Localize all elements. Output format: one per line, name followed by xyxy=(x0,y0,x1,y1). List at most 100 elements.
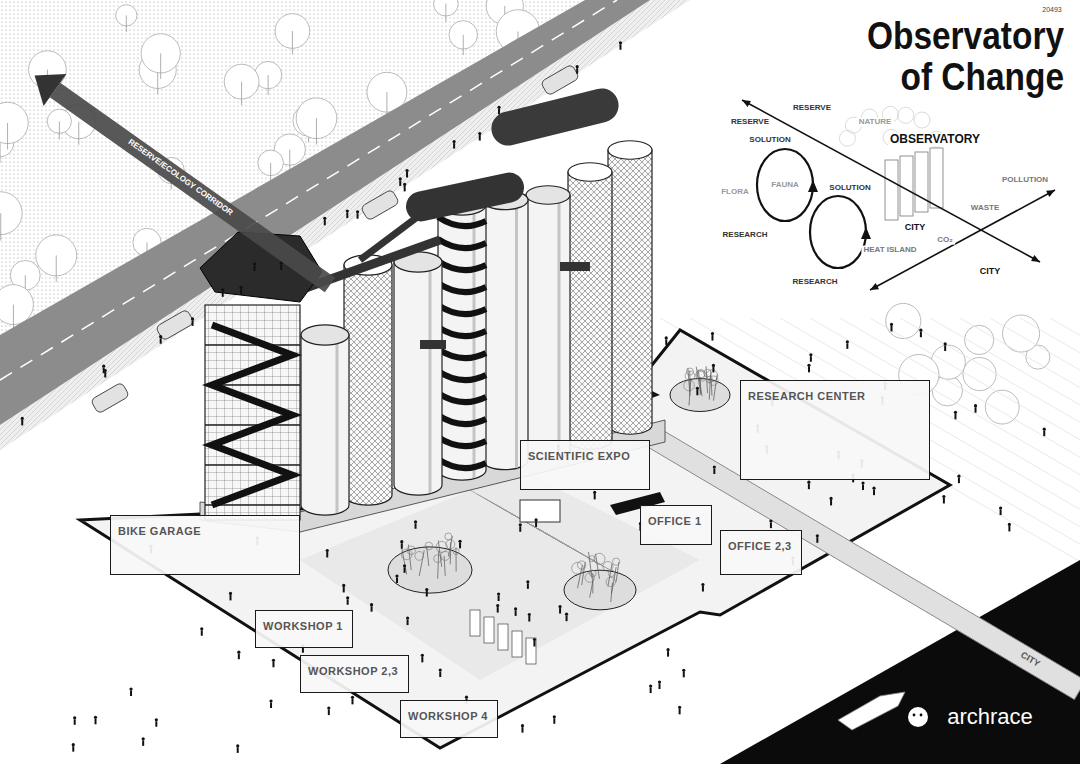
planter xyxy=(434,555,442,563)
concept-inset xyxy=(930,148,943,208)
person xyxy=(346,209,349,212)
person xyxy=(528,616,530,622)
person xyxy=(200,627,203,630)
person xyxy=(222,291,224,297)
planter xyxy=(564,570,636,610)
room-name: RESEARCH CENTER xyxy=(748,390,866,402)
person xyxy=(808,367,810,373)
concept-label: CITY xyxy=(903,223,928,233)
person xyxy=(816,537,818,543)
person xyxy=(201,630,203,636)
person xyxy=(129,687,132,690)
person xyxy=(521,727,523,733)
tree xyxy=(56,255,57,281)
person xyxy=(712,364,715,367)
planter xyxy=(427,546,429,566)
silo-building xyxy=(568,163,612,181)
concept-label: RESEARCH xyxy=(721,231,770,240)
concept-inset xyxy=(839,130,855,146)
person xyxy=(711,335,713,341)
person xyxy=(302,647,304,653)
person xyxy=(371,606,373,612)
planter xyxy=(453,549,459,555)
room-box: WORKSHOP 2,3 xyxy=(300,655,409,693)
person xyxy=(497,592,500,595)
person xyxy=(401,543,403,549)
person xyxy=(237,651,240,654)
person xyxy=(254,265,256,271)
person xyxy=(130,691,132,697)
person xyxy=(533,641,535,647)
person xyxy=(497,106,500,109)
silo-building xyxy=(420,340,446,349)
person xyxy=(426,591,428,597)
silo-building xyxy=(344,265,392,505)
tree xyxy=(241,82,242,105)
room-name: WORKSHOP 1 xyxy=(263,620,343,632)
person xyxy=(327,706,330,709)
person xyxy=(395,574,398,577)
person xyxy=(565,613,568,616)
person xyxy=(370,603,373,606)
silo-building xyxy=(360,215,420,260)
person xyxy=(236,744,239,747)
tree xyxy=(292,31,293,54)
person xyxy=(526,580,529,583)
planter xyxy=(709,376,718,385)
room-name: WORKSHOP 4 xyxy=(408,710,488,722)
room-box: WORKSHOP 1 xyxy=(255,610,353,648)
road xyxy=(90,382,129,414)
person xyxy=(890,323,893,326)
tree xyxy=(270,163,271,182)
planter xyxy=(589,556,595,562)
silo-building xyxy=(560,262,590,271)
road xyxy=(155,309,194,341)
person xyxy=(160,338,162,344)
person xyxy=(846,340,849,343)
person xyxy=(342,584,345,587)
silo-building xyxy=(301,335,349,515)
tree xyxy=(1003,315,1040,352)
concept-inset xyxy=(914,112,930,128)
person xyxy=(658,680,661,683)
person xyxy=(559,608,561,614)
silo-building xyxy=(438,459,486,468)
silo-building xyxy=(205,305,300,520)
person xyxy=(479,135,481,141)
person xyxy=(72,746,74,752)
sheet-number: 20493 xyxy=(1042,6,1061,14)
silo-building xyxy=(438,217,486,226)
tree xyxy=(445,4,446,22)
person xyxy=(1043,431,1045,437)
planter xyxy=(608,564,612,587)
room-box: OFFICE 1 xyxy=(640,505,712,545)
person xyxy=(683,672,685,678)
title: Observatory of Change xyxy=(844,16,1064,98)
room-box: SCIENTIFIC EXPO xyxy=(520,440,650,490)
silo-building xyxy=(515,200,518,468)
person xyxy=(576,65,579,68)
person xyxy=(403,183,406,186)
silo-building xyxy=(301,325,349,345)
planter xyxy=(388,547,472,593)
person xyxy=(942,495,945,498)
tree xyxy=(0,192,22,235)
person xyxy=(521,724,524,727)
planter xyxy=(688,368,690,396)
wechat-icon xyxy=(920,714,923,717)
room-name: BIKE GARAGE xyxy=(118,525,201,537)
concept-label: HEAT ISLAND xyxy=(861,246,918,255)
person xyxy=(399,180,401,186)
person xyxy=(1008,526,1010,532)
concept-label: FLORA xyxy=(719,188,751,197)
silo-building xyxy=(526,195,570,459)
table xyxy=(512,631,522,657)
person xyxy=(846,343,848,349)
person xyxy=(954,411,957,414)
person xyxy=(713,465,716,468)
silo-building xyxy=(558,195,561,457)
silo-building xyxy=(205,464,300,466)
room-name: OFFICE 1 xyxy=(648,515,702,527)
concept-inset xyxy=(885,160,898,220)
